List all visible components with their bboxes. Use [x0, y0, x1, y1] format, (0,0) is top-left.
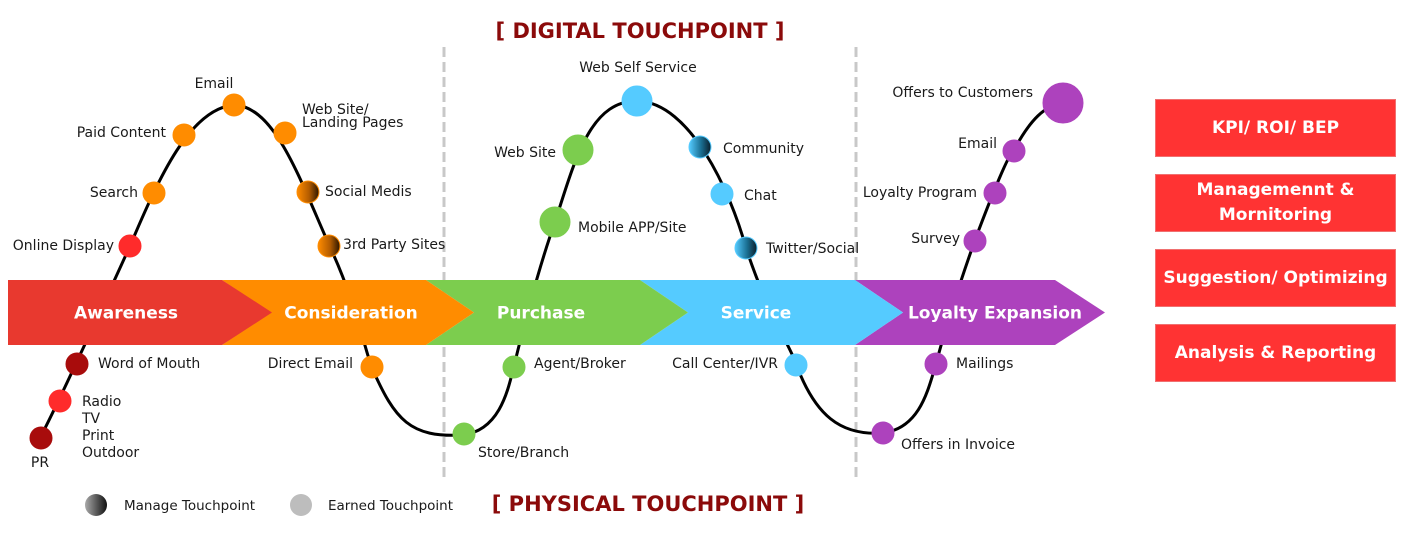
touchpoint-label: Chat — [744, 188, 777, 204]
touchpoint-label: Agent/Broker — [534, 356, 626, 372]
touchpoint-dot — [621, 85, 653, 117]
touchpoint-label: PR — [31, 455, 49, 471]
side-box-label: Suggestion/ Optimizing — [1163, 267, 1388, 288]
touchpoint-dot — [734, 236, 758, 260]
touchpoint-label: Survey — [911, 231, 960, 247]
touchpoint-label: Offers to Customers — [892, 85, 1033, 101]
legend-label: Manage Touchpoint — [124, 498, 255, 514]
touchpoint-dot — [142, 181, 166, 205]
touchpoint-dot — [452, 422, 476, 446]
touchpoint-label: Mailings — [956, 356, 1013, 372]
touchpoint-dot — [273, 121, 297, 145]
stage-chevron-loyalty-expansion — [855, 280, 1105, 345]
side-box-label: KPI/ ROI/ BEP — [1211, 117, 1340, 138]
touchpoint-dot — [688, 135, 712, 159]
touchpoint-dot — [1002, 139, 1026, 163]
touchpoint-dot — [29, 426, 53, 450]
touchpoint-dot — [172, 123, 196, 147]
stage-label: Service — [721, 304, 792, 324]
side-box-label: Managemennt & Mornitoring — [1196, 180, 1355, 225]
touchpoint-label: Search — [90, 185, 138, 201]
kpi-roi-bep-box: KPI/ ROI/ BEP — [1155, 99, 1396, 157]
touchpoint-label: Twitter/Social — [765, 241, 859, 257]
stage-label: Consideration — [284, 304, 418, 324]
touchpoint-dot — [317, 234, 341, 258]
touchpoint-label: Call Center/IVR — [672, 356, 778, 372]
suggestion-optimizing-box: Suggestion/ Optimizing — [1155, 249, 1396, 307]
stage-label: Awareness — [74, 304, 178, 324]
touchpoint-label: Online Display — [13, 238, 114, 254]
stage-chevron-consideration — [222, 280, 474, 345]
touchpoint-label: Mobile APP/Site — [578, 220, 686, 236]
touchpoint-label: Social Medis — [325, 184, 412, 200]
touchpoint-label: Email — [195, 76, 234, 92]
touchpoint-label: Web Self Service — [579, 60, 696, 76]
digital-touchpoint-heading: [ DIGITAL TOUCHPOINT ] — [496, 19, 785, 43]
touchpoint-dot — [963, 229, 987, 253]
touchpoint-dot — [539, 206, 571, 238]
side-box-label: Analysis & Reporting — [1174, 342, 1377, 363]
stage-chevron-service — [640, 280, 903, 345]
physical-touchpoint-heading: [ PHYSICAL TOUCHPOINT ] — [492, 492, 804, 516]
touchpoint-dot — [222, 93, 246, 117]
touchpoint-label: Paid Content — [77, 125, 167, 141]
touchpoint-dot — [296, 180, 320, 204]
touchpoint-label: 3rd Party Sites — [343, 237, 445, 253]
touchpoint-dot — [65, 352, 89, 376]
touchpoint-dot — [871, 421, 895, 445]
touchpoint-label: Loyalty Program — [863, 185, 977, 201]
touchpoint-dot — [118, 234, 142, 258]
earned-touchpoint-legend-icon — [290, 494, 312, 516]
touchpoint-label: Direct Email — [268, 356, 353, 372]
touchpoint-dot — [502, 355, 526, 379]
touchpoint-dot — [562, 134, 594, 166]
stage-label: Loyalty Expansion — [908, 304, 1082, 324]
stage-chevron-awareness — [8, 280, 272, 345]
legend-label: Earned Touchpoint — [328, 498, 453, 514]
touchpoint-dot — [983, 181, 1007, 205]
touchpoint-label: Store/Branch — [478, 445, 569, 461]
touchpoint-dot — [48, 389, 72, 413]
touchpoint-dot — [360, 355, 384, 379]
touchpoint-label: Web Site — [494, 145, 556, 161]
touchpoint-label: Community — [723, 141, 804, 157]
journey-curve — [38, 99, 1064, 439]
management-monitoring-box: Managemennt & Mornitoring — [1155, 174, 1396, 232]
touchpoint-dot — [784, 353, 808, 377]
touchpoint-dot — [1042, 82, 1084, 124]
stage-chevron-purchase — [426, 280, 688, 345]
touchpoint-label: Offers in Invoice — [901, 437, 1015, 453]
touchpoint-label: Web Site/Landing Pages — [302, 102, 403, 131]
stage-label: Purchase — [497, 304, 585, 324]
touchpoint-dot — [710, 182, 734, 206]
touchpoint-label: Email — [958, 136, 997, 152]
touchpoint-label: Word of Mouth — [98, 356, 200, 372]
touchpoint-dot — [924, 352, 948, 376]
analysis-reporting-box: Analysis & Reporting — [1155, 324, 1396, 382]
manage-touchpoint-legend-icon — [85, 494, 107, 516]
